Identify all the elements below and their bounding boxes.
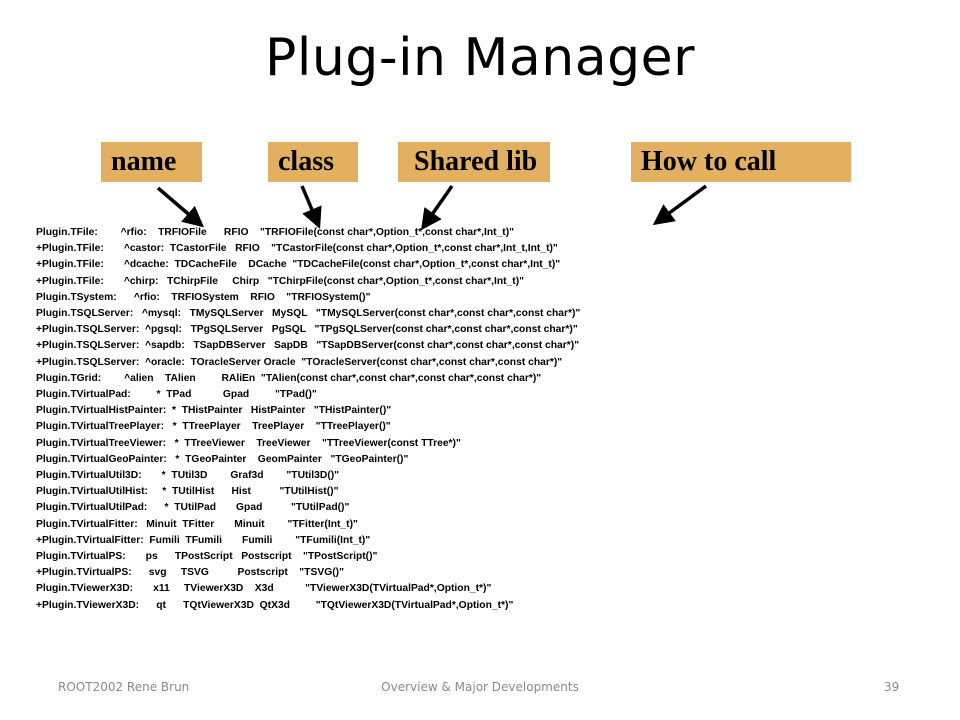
header-name: name bbox=[101, 142, 202, 182]
arrow-shared-lib bbox=[420, 184, 454, 231]
arrow-class bbox=[300, 185, 322, 229]
arrow-name bbox=[156, 186, 204, 228]
plugin-listing: Plugin.TFile: ^rfio: TRFIOFile RFIO "TRF… bbox=[36, 225, 936, 614]
header-shared-lib: Shared lib bbox=[398, 142, 550, 182]
plugin-line: Plugin.TVirtualTreeViewer: * TTreeViewer… bbox=[36, 437, 461, 449]
plugin-line: Plugin.TFile: ^rfio: TRFIOFile RFIO "TRF… bbox=[36, 227, 515, 238]
plugin-line: Plugin.TVirtualUtilPad: * TUtilPad Gpad … bbox=[36, 502, 350, 514]
plugin-line: +Plugin.TFile: ^dcache: TDCacheFile DCac… bbox=[36, 259, 561, 271]
plugin-line: +Plugin.TFile: ^castor: TCastorFile RFIO… bbox=[36, 243, 558, 255]
plugin-line: Plugin.TVirtualGeoPainter: * TGeoPainter… bbox=[36, 453, 409, 465]
plugin-line: +Plugin.TVirtualPS: svg TSVG Postscript … bbox=[36, 567, 344, 579]
plugin-line: Plugin.TViewerX3D: x11 TViewerX3D X3d "T… bbox=[36, 583, 492, 595]
slide-number: 39 bbox=[884, 680, 900, 694]
plugin-line: +Plugin.TFile: ^chirp: TChirpFile Chirp … bbox=[36, 275, 525, 287]
header-class: class bbox=[268, 142, 358, 182]
footer-title: Overview & Major Developments bbox=[381, 680, 579, 694]
plugin-line: Plugin.TVirtualUtilHist: * TUtilHist His… bbox=[36, 486, 339, 498]
plugin-line: +Plugin.TSQLServer: ^sapdb: TSapDBServer… bbox=[36, 340, 580, 352]
footer-author: ROOT2002 Rene Brun bbox=[58, 680, 190, 694]
plugin-line: Plugin.TSystem: ^rfio: TRFIOSystem RFIO … bbox=[36, 291, 371, 303]
plugin-line: +Plugin.TViewerX3D: qt TQtViewerX3D QtX3… bbox=[36, 599, 514, 611]
plugin-line: Plugin.TVirtualHistPainter: * THistPaint… bbox=[36, 405, 392, 417]
arrow-how-to-call bbox=[652, 184, 708, 226]
plugin-line: +Plugin.TSQLServer: ^pgsql: TPgSQLServer… bbox=[36, 324, 578, 336]
plugin-line: Plugin.TVirtualPad: * TPad Gpad "TPad()" bbox=[36, 389, 317, 401]
plugin-line: Plugin.TVirtualTreePlayer: * TTreePlayer… bbox=[36, 421, 391, 433]
plugin-line: Plugin.TGrid: ^alien TAlien RAliEn "TAli… bbox=[36, 372, 542, 384]
plugin-line: Plugin.TVirtualFitter: Minuit TFitter Mi… bbox=[36, 518, 358, 530]
plugin-line: +Plugin.TVirtualFitter: Fumili TFumili F… bbox=[36, 534, 371, 546]
plugin-line: Plugin.TVirtualUtil3D: * TUtil3D Graf3d … bbox=[36, 470, 340, 482]
slide-title: Plug-in Manager bbox=[265, 28, 695, 88]
plugin-line: Plugin.TSQLServer: ^mysql: TMySQLServer … bbox=[36, 308, 581, 320]
plugin-line: +Plugin.TSQLServer: ^oracle: TOracleServ… bbox=[36, 356, 563, 368]
plugin-line: Plugin.TVirtualPS: ps TPostScript Postsc… bbox=[36, 551, 378, 563]
arrows bbox=[156, 184, 708, 231]
header-how-to-call: How to call bbox=[631, 142, 851, 182]
